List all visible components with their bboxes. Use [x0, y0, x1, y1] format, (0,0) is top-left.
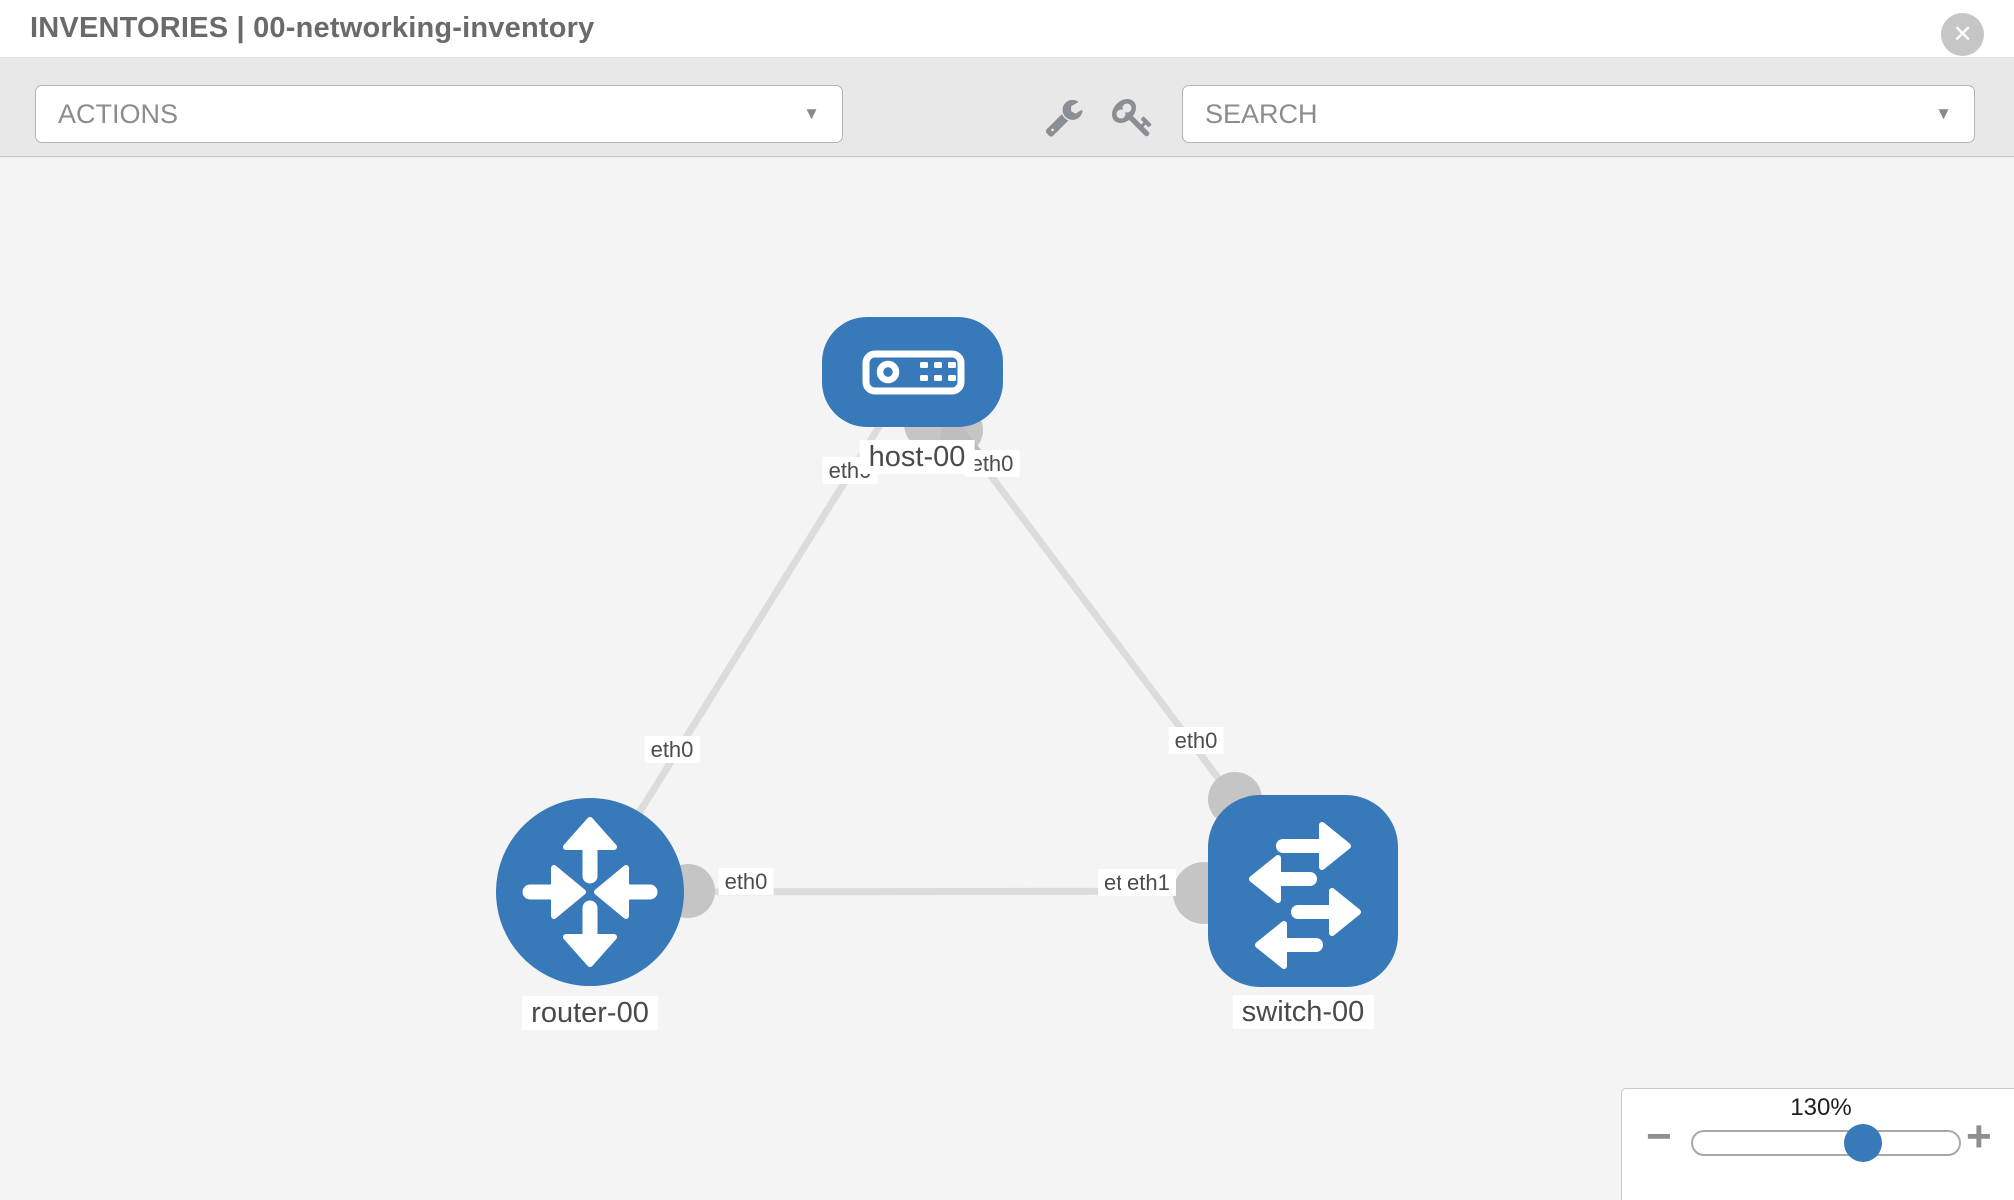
- close-button[interactable]: ✕: [1941, 13, 1984, 56]
- actions-dropdown-label: ACTIONS: [58, 99, 179, 129]
- actions-dropdown[interactable]: ACTIONS ▼: [35, 85, 843, 143]
- wrench-icon: [1045, 99, 1083, 137]
- zoom-out-button[interactable]: −: [1646, 1115, 1672, 1159]
- plus-icon: +: [1966, 1112, 1992, 1161]
- connectors-layer: [661, 398, 1262, 924]
- interface-label-router-eth0-top: eth0: [644, 736, 700, 763]
- switch-icon: [1249, 822, 1361, 969]
- router-icon: [522, 817, 658, 967]
- node-switch-00[interactable]: [1208, 795, 1398, 987]
- zoom-slider-thumb[interactable]: [1844, 1124, 1882, 1162]
- credentials-button[interactable]: [1112, 96, 1154, 138]
- zoom-slider-track[interactable]: [1691, 1130, 1961, 1156]
- toolbar: ACTIONS ▼ SEARCH ▼: [0, 58, 2014, 157]
- chevron-down-icon: ▼: [803, 104, 820, 123]
- close-icon: ✕: [1952, 21, 1973, 48]
- minus-icon: −: [1646, 1112, 1672, 1161]
- zoom-in-button[interactable]: +: [1966, 1115, 1992, 1159]
- zoom-control-panel: 130% − +: [1621, 1088, 2014, 1200]
- node-label-host: host-00: [859, 440, 975, 474]
- search-dropdown[interactable]: SEARCH ▼: [1182, 85, 1975, 143]
- zoom-level-value: 130%: [1790, 1094, 1852, 1121]
- header: INVENTORIES | 00-networking-inventory ✕: [0, 0, 2014, 58]
- host-icon: [862, 350, 965, 395]
- key-icon: [1112, 99, 1152, 137]
- configure-button[interactable]: [1044, 97, 1084, 137]
- search-dropdown-label: SEARCH: [1205, 99, 1318, 129]
- interface-label-router-eth0-link: eth0: [718, 868, 774, 895]
- chevron-down-icon: ▼: [1935, 104, 1952, 123]
- node-label-router: router-00: [522, 996, 658, 1030]
- interface-label-switch-eth1: eth1: [1121, 869, 1176, 896]
- page-title: INVENTORIES | 00-networking-inventory: [30, 12, 595, 44]
- node-label-switch: switch-00: [1232, 995, 1374, 1029]
- node-router-00[interactable]: [496, 798, 684, 986]
- interface-label-switch-eth0-top: eth0: [1168, 727, 1224, 754]
- node-host-00[interactable]: [822, 317, 1003, 427]
